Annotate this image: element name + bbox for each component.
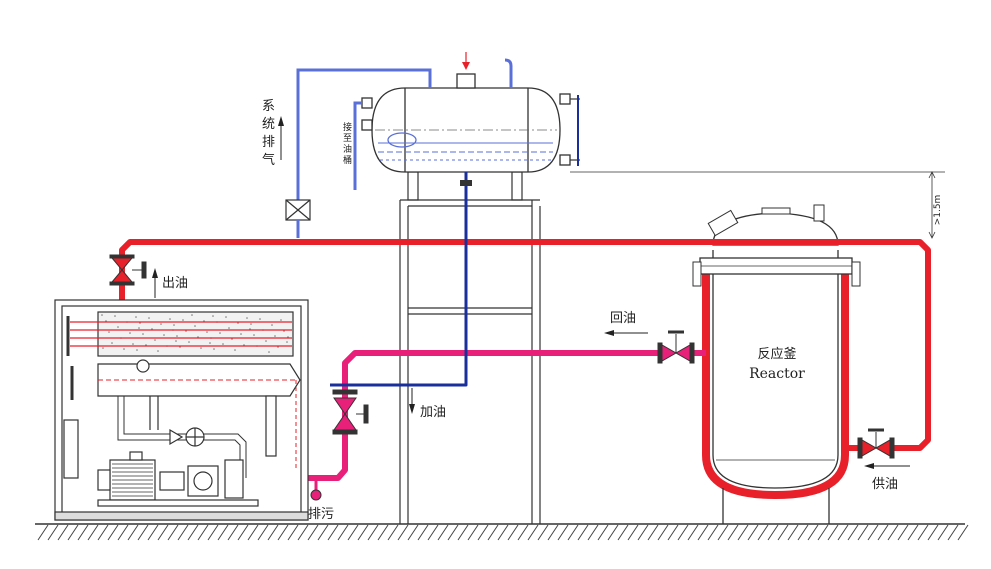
expansion-tank (361, 73, 571, 173)
oil-out-valve (109, 254, 147, 286)
heater-unit (54, 299, 309, 521)
oil-supply-label: 供油 (872, 477, 898, 492)
height-label: >1.5m (933, 195, 943, 226)
oil-fill-arrow-icon (409, 388, 415, 414)
to-drum-line (353, 101, 362, 190)
system-vent-line (296, 68, 432, 200)
vent-valve (285, 199, 311, 238)
oil-supply-valve (857, 428, 895, 459)
reactor-label-en: Reactor (749, 366, 805, 382)
oil-out-arrow-icon (152, 268, 158, 298)
oil-out-label: 出油 (162, 276, 188, 291)
oil-fill-label: 加油 (420, 405, 446, 420)
level-gauge (570, 95, 580, 166)
drain-label: 排污 (308, 507, 334, 522)
reactor-label-cn: 反应釜 (757, 346, 796, 362)
drain-valve (310, 478, 322, 501)
reactor-vessel (692, 204, 861, 524)
vent-up-arrow-icon (278, 116, 284, 160)
fill-flange (460, 180, 472, 186)
oil-fill-line (330, 172, 468, 387)
ground (35, 523, 969, 541)
tank-vent-hook (504, 58, 513, 88)
system-vent-label: 系统排气 (262, 99, 275, 168)
oil-return-line (300, 350, 706, 481)
to-drum-label: 接至油桶 (343, 121, 352, 166)
oil-return-label: 回油 (610, 311, 636, 326)
return-strainer (332, 389, 369, 435)
oil-return-arrow-icon (604, 330, 648, 336)
oil-return-valve (657, 330, 695, 364)
height-dimension (570, 171, 945, 239)
tank-top-arrow-icon (462, 52, 470, 70)
tank-support-frame (399, 171, 541, 524)
oil-supply-arrow-icon (864, 463, 910, 469)
